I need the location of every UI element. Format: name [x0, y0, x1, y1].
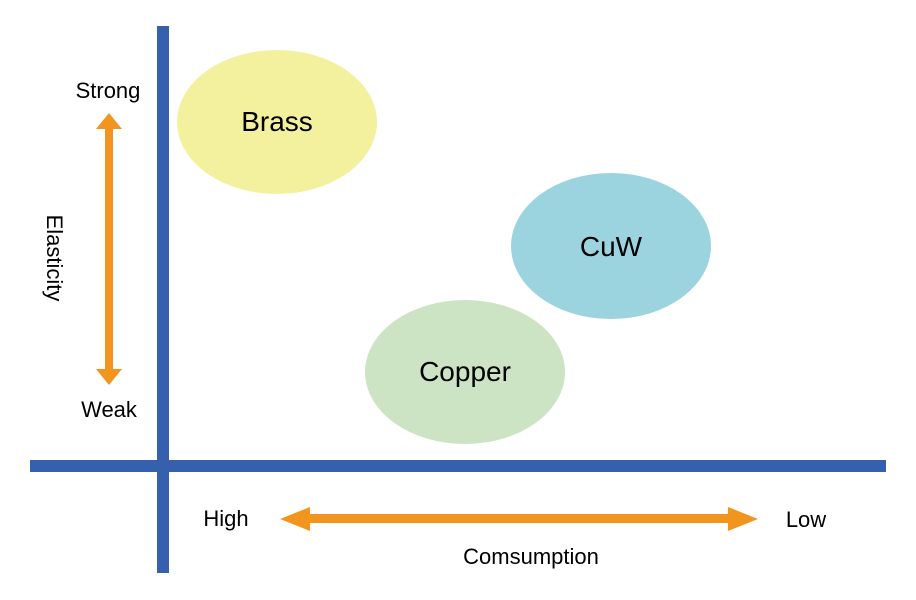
brass-ellipse [177, 50, 377, 194]
high-label: High [203, 506, 248, 531]
brass-label: Brass [241, 106, 313, 137]
x-axis-line [30, 460, 886, 472]
elasticity-double-arrow [96, 113, 122, 385]
consumption-axis-title: Comsumption [463, 544, 599, 569]
cuw-label: CuW [580, 231, 643, 262]
elasticity-axis-title: Elasticity [42, 215, 67, 302]
copper-label: Copper [419, 356, 511, 387]
weak-label: Weak [81, 397, 138, 422]
consumption-double-arrow [280, 507, 758, 531]
strong-label: Strong [76, 78, 141, 103]
low-label: Low [786, 507, 826, 532]
cuw-ellipse [511, 173, 711, 319]
copper-ellipse [365, 300, 565, 444]
y-axis-line [157, 26, 169, 573]
